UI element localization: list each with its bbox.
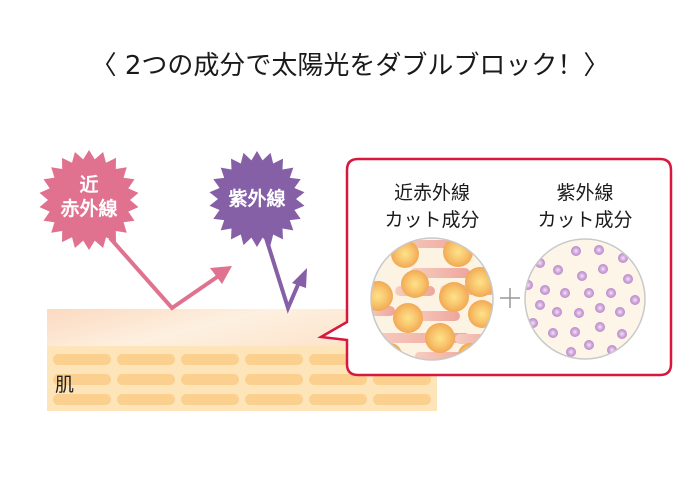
ultraviolet-ray-arrow: [264, 237, 307, 314]
page-title: 〈 2つの成分で太陽光をダブルブロック！〉: [90, 51, 610, 81]
ultraviolet-cut-particles: [525, 239, 645, 359]
near-infrared-ray-arrow: [108, 236, 232, 311]
ingredient-heading-line1: 紫外線: [556, 182, 614, 204]
near-infrared-burst-icon: [39, 150, 139, 250]
plus-icon: [500, 288, 520, 308]
skin-label: 肌: [55, 374, 75, 396]
near-infrared-label: 近 赤外線: [49, 173, 129, 221]
ingredient-heading-near-infrared: 近赤外線 カット成分: [367, 180, 497, 234]
ingredient-heading-line2: カット成分: [384, 209, 480, 231]
arrowhead-icon: [210, 266, 232, 284]
ingredient-heading-line2: カット成分: [537, 209, 633, 231]
ingredient-heading-line1: 近赤外線: [393, 182, 470, 204]
near-infrared-label-line2: 赤外線: [60, 198, 118, 220]
ingredient-heading-ultraviolet: 紫外線 カット成分: [520, 180, 650, 234]
ultraviolet-burst-icon: [209, 151, 305, 247]
arrowhead-icon: [292, 268, 307, 288]
near-infrared-label-line1: 近: [79, 174, 99, 196]
ultraviolet-label: 紫外線: [212, 187, 302, 211]
ultraviolet-label-line1: 紫外線: [228, 188, 286, 210]
